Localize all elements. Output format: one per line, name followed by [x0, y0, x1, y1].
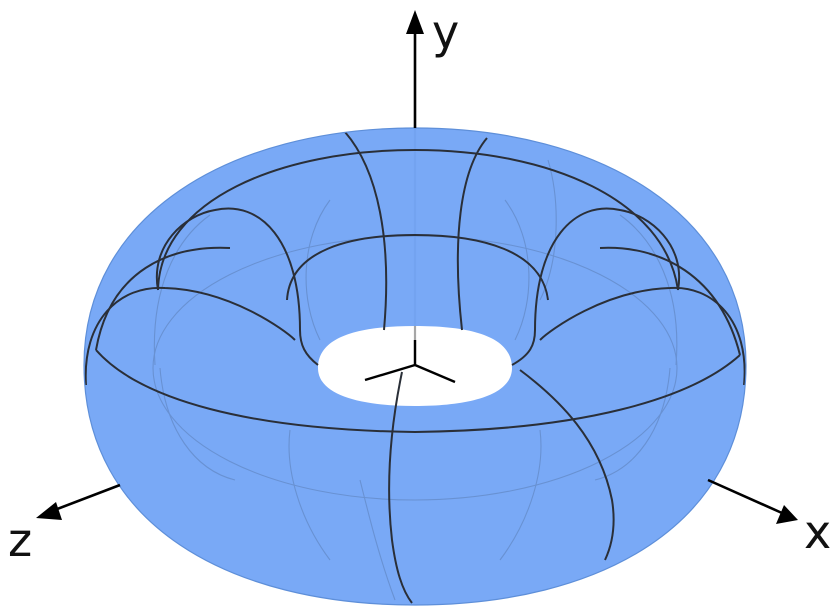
surface-mesh-lines [84, 131, 746, 604]
x-axis-arrowhead [776, 505, 798, 524]
torus-outline [83, 127, 747, 606]
x-axis-label: x [804, 505, 831, 559]
y-axis: y [406, 5, 459, 128]
torus-surface [84, 128, 746, 605]
z-axis-arrowhead [36, 502, 62, 520]
visible-inner-axes [364, 340, 456, 384]
x-axis: x [707, 478, 831, 559]
z-axis: z [8, 483, 121, 567]
z-axis-label: z [8, 513, 32, 567]
y-axis-label: y [432, 5, 459, 59]
y-axis-arrowhead [406, 10, 424, 34]
